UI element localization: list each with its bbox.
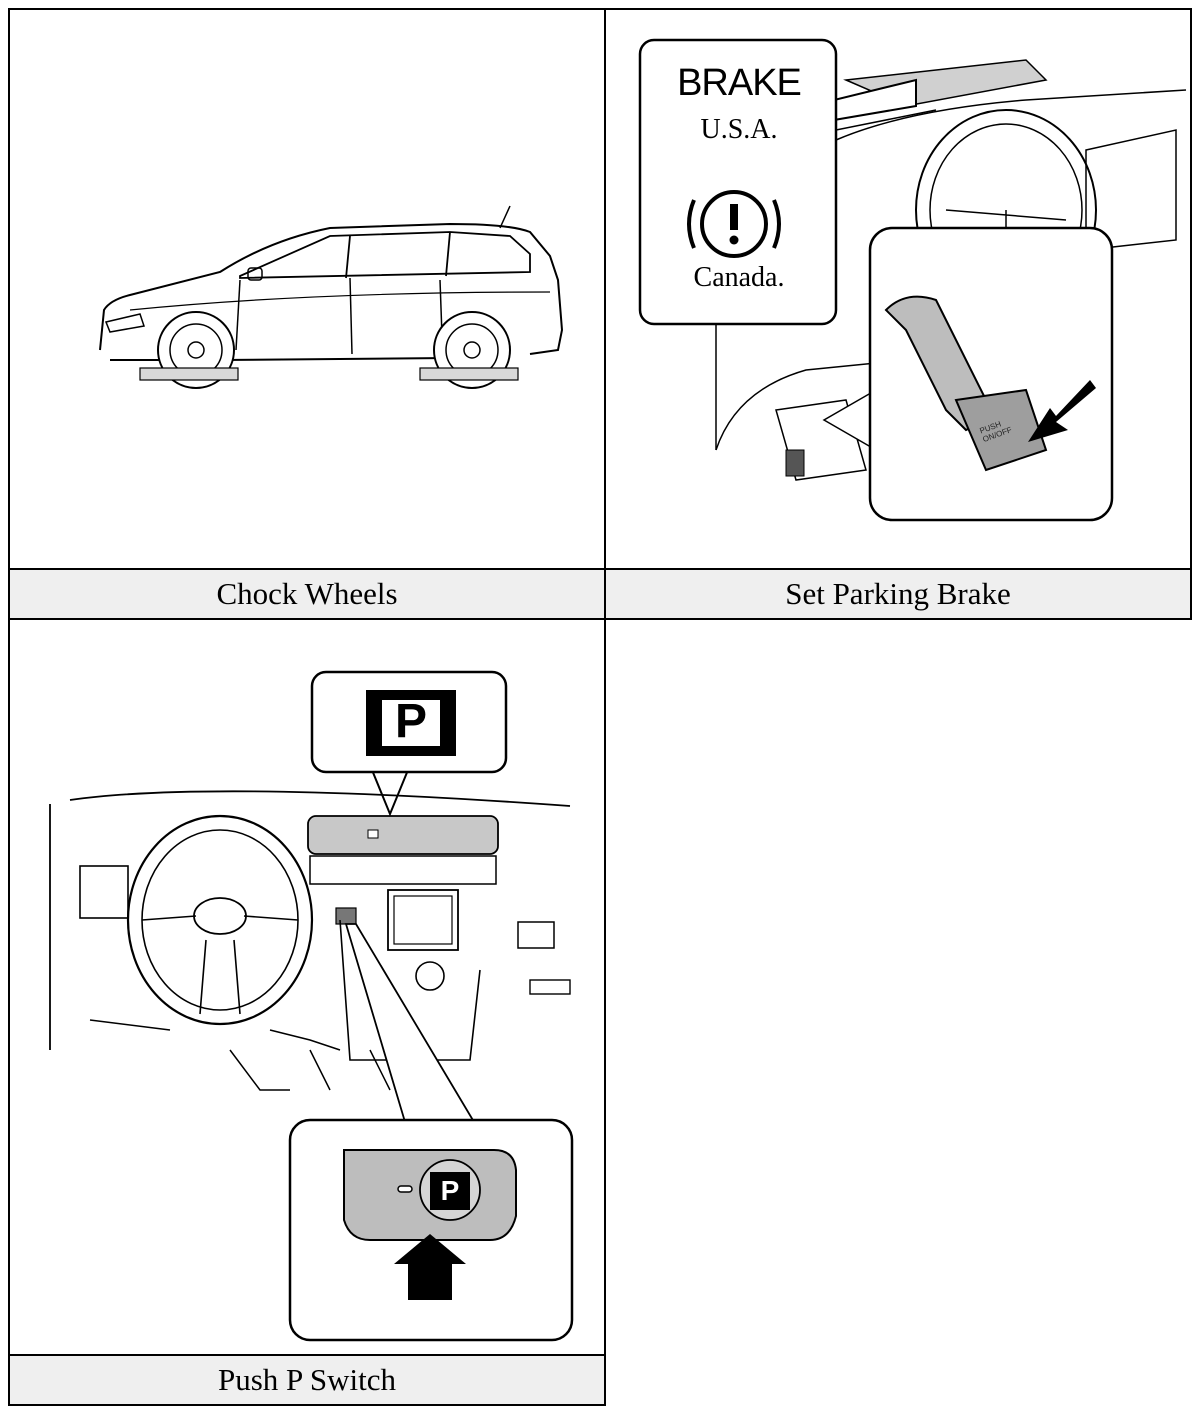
panel-p-switch-image: P P: [8, 618, 606, 1356]
panel-chock-wheels-image: [8, 8, 606, 570]
brake-indicator-callout: [638, 38, 838, 326]
dashboard-illustration: [49, 670, 574, 1342]
car-side-illustration: [99, 205, 564, 389]
push-up-arrow-icon: [394, 1234, 466, 1300]
push-arrow-icon: [1028, 380, 1096, 442]
usa-label: U.S.A.: [700, 114, 778, 145]
canada-label: Canada.: [693, 262, 785, 293]
parking-brake-illustration: [638, 38, 1187, 522]
panel-p-switch-caption: Push P Switch: [8, 1354, 606, 1406]
panel-chock-wheels-caption: Chock Wheels: [8, 568, 606, 620]
callout-p-symbol: P: [394, 695, 427, 748]
brake-label: BRAKE: [677, 62, 802, 104]
panel-parking-brake-caption: Set Parking Brake: [604, 568, 1192, 620]
wheel-chock-rear: [419, 367, 519, 381]
brake-warning-icon: [687, 190, 781, 258]
parking-brake-pedal: [954, 388, 1048, 472]
switch-p-symbol: P: [440, 1175, 460, 1206]
pedal-inset: [868, 226, 1114, 522]
p-switch-location: [335, 907, 357, 925]
wheel-chock-front: [139, 367, 239, 381]
panel-parking-brake-image: BRAKE U.S.A. Canada. PUSH ON/OFF: [604, 8, 1192, 570]
